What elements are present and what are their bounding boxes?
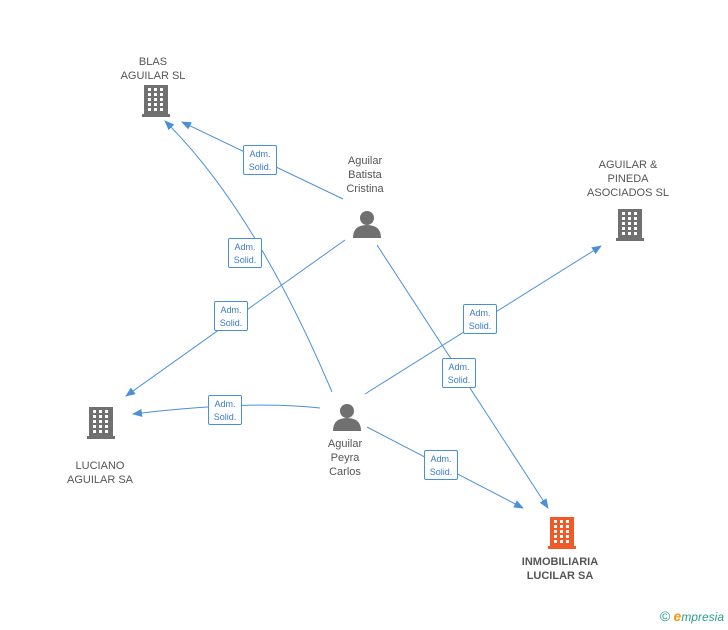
building-icon-inmobiliaria[interactable] xyxy=(548,517,576,549)
edge-label-role: Adm. xyxy=(448,362,470,372)
edge-label-type: Solid. xyxy=(219,318,243,328)
node-label-luciano[interactable]: LUCIANO AGUILAR SA xyxy=(66,460,134,486)
building-icon-aguilar_pineda[interactable] xyxy=(616,209,644,241)
node-label-cristina[interactable]: Aguilar Batista Cristina xyxy=(346,155,384,195)
node-label-inmobiliaria[interactable]: INMOBILIARIA LUCILAR SA xyxy=(521,556,599,582)
edge-label-e6[interactable]: Adm. Solid. xyxy=(208,395,242,425)
node-label-aguilar_pineda[interactable]: AGUILAR & PINEDA ASOCIADOS SL xyxy=(587,159,669,199)
node-label-carlos[interactable]: Aguilar Peyra Carlos xyxy=(327,438,363,478)
person-icon-cristina[interactable] xyxy=(353,211,381,238)
edge-label-type: Solid. xyxy=(233,255,257,265)
node-label-blas[interactable]: BLAS AGUILAR SL xyxy=(120,56,186,82)
brand-e-letter: e xyxy=(673,608,682,624)
edge-label-e5[interactable]: Adm. Solid. xyxy=(442,358,476,388)
person-icon-carlos[interactable] xyxy=(333,404,361,431)
empresia-brand: © empresia xyxy=(660,608,724,624)
brand-name: mpresia xyxy=(681,610,724,624)
edge-label-role: Adm. xyxy=(234,242,256,252)
edge-label-role: Adm. xyxy=(220,305,242,315)
edge-label-type: Solid. xyxy=(447,375,471,385)
edge-label-type: Solid. xyxy=(213,412,237,422)
edge-label-type: Solid. xyxy=(429,467,453,477)
building-icon-blas[interactable] xyxy=(142,85,170,117)
edge-label-role: Adm. xyxy=(430,454,452,464)
edge-label-e3[interactable]: Adm. Solid. xyxy=(214,301,248,331)
edge-label-role: Adm. xyxy=(469,308,491,318)
edge-label-type: Solid. xyxy=(468,321,492,331)
edge-label-type: Solid. xyxy=(248,162,272,172)
copyright-symbol: © xyxy=(659,608,671,624)
edge-label-e1[interactable]: Adm. Solid. xyxy=(243,145,277,175)
edge-label-role: Adm. xyxy=(249,149,271,159)
edge-label-e7[interactable]: Adm. Solid. xyxy=(424,450,458,480)
edge-label-role: Adm. xyxy=(214,399,236,409)
edge-label-e2[interactable]: Adm. Solid. xyxy=(228,238,262,268)
edge-label-e4[interactable]: Adm. Solid. xyxy=(463,304,497,334)
building-icon-luciano[interactable] xyxy=(87,407,115,439)
edge-carlos-to-blas xyxy=(164,120,333,393)
